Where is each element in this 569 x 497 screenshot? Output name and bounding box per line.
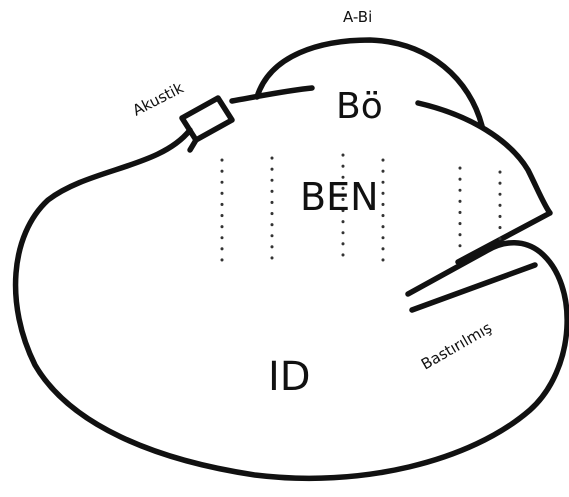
repressed-channel (409, 262, 538, 313)
label-repressed: Bastırılmış (418, 319, 495, 374)
acoustic-connector (187, 137, 199, 153)
label-preconscious: A-Bi (343, 8, 372, 26)
acoustic-cap (179, 95, 235, 143)
label-acoustic: Akustik (130, 79, 187, 120)
label-perception-consciousness: Bö (336, 86, 383, 127)
psyche-outline (12, 127, 569, 482)
label-ego: BEN (300, 175, 379, 219)
psyche-outline-upper-right (415, 100, 553, 265)
perception-cap (254, 37, 485, 129)
label-id: ID (268, 354, 311, 400)
top-boundary-left (229, 85, 315, 104)
